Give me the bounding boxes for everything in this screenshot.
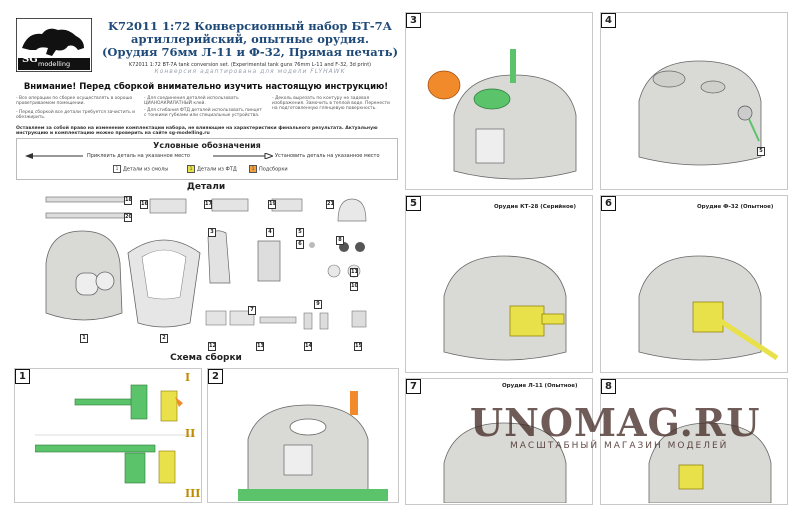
legend-sub-label: Подсборки (259, 166, 288, 173)
step-5-drawing (443, 255, 567, 361)
part-label-7: 7 (248, 306, 256, 315)
arrow-right-icon (213, 153, 273, 159)
title-line-2: артиллерийский, опытные орудия. (131, 32, 369, 46)
step-1-drawing (35, 384, 195, 484)
step-6-drawing (638, 255, 779, 361)
logo-text: SG (22, 54, 38, 65)
watermark-sub: МАСШТАБНЫЙ МАГАЗИН МОДЕЛЕЙ (510, 441, 729, 451)
legend-box: Условные обозначения Приклеить деталь на… (16, 138, 398, 180)
step-6-panel: 6 Орудие Ф-32 (Опытное) (600, 195, 788, 373)
part-label-20: 20 (124, 213, 132, 222)
title-line-1: K72011 1:72 Конверсионный набор БТ-7А (107, 19, 393, 33)
part-label-16: 16 (140, 200, 148, 209)
legend-resin-label: Детали из смолы (123, 166, 169, 173)
subtitle-en: K72011 1:72 BT-7A tank conversion set. (… (128, 62, 372, 68)
sub-marker: 1 (249, 165, 257, 173)
assembly-title: Схема сборки (170, 353, 242, 363)
rule-5: - Деколь вырезать по контуру не задевая … (272, 96, 390, 112)
step-7-caption: Орудие Л-11 (Опытное) (502, 383, 578, 389)
step-3-drawing (427, 49, 577, 180)
legend-install: Установить деталь на указанное место (275, 153, 380, 159)
step-1-roman-2: II (185, 427, 196, 440)
logo-sub: modelling (38, 60, 71, 68)
step-6-number: 6 (601, 196, 616, 211)
legend-title: Условные обозначения (153, 141, 261, 150)
adaptation-note: Конверсия адаптирована для модели FLYHAW… (154, 68, 346, 75)
part-label-9: 9 (314, 300, 322, 309)
arrow-left-icon (25, 153, 83, 159)
legend-glue: Приклеить деталь на указанное место (87, 153, 190, 159)
step-1-number: 1 (15, 369, 30, 384)
step-5-caption: Орудие КТ-28 (Серийное) (494, 204, 576, 210)
step-2-panel: 2 (207, 368, 399, 503)
step-8-number: 8 (601, 379, 616, 394)
rule-1: - Все операции по сборке осуществлять в … (16, 96, 133, 107)
title-line-3: (Орудия 76мм Л-11 и Ф-32, Прямая печать) (101, 45, 399, 59)
step-1-panel: 1 I II III (14, 368, 202, 503)
rule-2: - Перед сборкой все детали требуется зач… (16, 110, 135, 121)
part-label-3: 3 (208, 228, 216, 237)
part-label-5: 5 (296, 228, 304, 237)
step-4-label-5: 5 (757, 147, 765, 156)
step-7-drawing (443, 422, 567, 503)
part-label-12: 12 (208, 342, 216, 351)
pe-marker: 1 (187, 165, 195, 173)
legend-pe-label: Детали из ФТД (197, 166, 237, 173)
part-label-6: 6 (296, 240, 304, 249)
brand-logo: SG modelling (15, 17, 93, 73)
rule-3: - Для соединения деталей использовать ЦИ… (144, 96, 239, 107)
step-2-drawing (238, 391, 388, 501)
step-4-panel: 4 5 (600, 12, 788, 190)
part-label-19: 19 (268, 200, 276, 209)
part-label-21: 21 (326, 200, 334, 209)
part-label-18: 18 (124, 196, 132, 205)
step-8-drawing (648, 422, 772, 503)
step-7-number: 7 (406, 379, 421, 394)
parts-title: Детали (186, 182, 226, 192)
step-3-number: 3 (406, 13, 421, 28)
step-5-number: 5 (406, 196, 421, 211)
page-title: K72011 1:72 Конверсионный набор БТ-7А ар… (100, 20, 400, 59)
part-label-8: 8 (336, 236, 344, 245)
warning-heading: Внимание! Перед сборкой внимательно изуч… (23, 82, 389, 92)
part-label-1: 1 (80, 334, 88, 343)
step-1-roman-3: III (185, 487, 201, 500)
part-label-10: 10 (350, 282, 358, 291)
step-4-number: 4 (601, 13, 616, 28)
step-6-caption: Орудие Ф-32 (Опытное) (697, 204, 774, 210)
resin-marker: 1 (113, 165, 121, 173)
part-label-17: 17 (204, 200, 212, 209)
step-4-drawing (638, 60, 762, 166)
rules-block: - Все операции по сборке осуществлять в … (16, 96, 396, 126)
step-5-panel: 5 Орудие КТ-28 (Серийное) (405, 195, 593, 373)
part-label-11: 11 (350, 268, 358, 277)
step-3-panel: 3 (405, 12, 593, 190)
part-label-2: 2 (160, 334, 168, 343)
watermark-main: UNOMAG.RU (470, 400, 761, 445)
part-label-4: 4 (266, 228, 274, 237)
part-label-13: 13 (256, 342, 264, 351)
parts-illustration (45, 196, 367, 330)
step-1-roman-1: I (185, 371, 191, 384)
step-8-panel: 8 (600, 378, 788, 505)
part-label-15: 15 (354, 342, 362, 351)
rights-note: Оставляем за собой право на изменение ко… (16, 126, 378, 136)
rule-4: - Для сгибания ФТД деталей использовать … (144, 108, 262, 119)
part-label-14: 14 (304, 342, 312, 351)
step-2-number: 2 (208, 369, 223, 384)
step-7-panel: 7 Орудие Л-11 (Опытное) (405, 378, 593, 505)
